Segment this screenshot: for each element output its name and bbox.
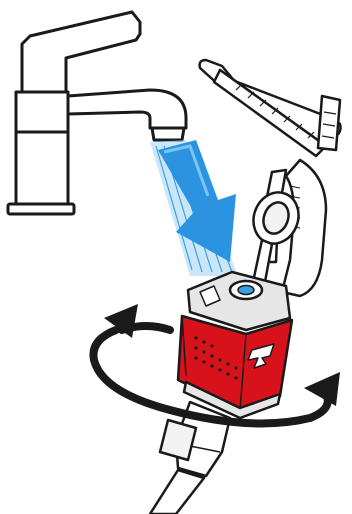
rotate-arrowhead-right — [304, 372, 340, 406]
cap-icon — [178, 272, 292, 418]
faucet-icon — [8, 12, 186, 214]
